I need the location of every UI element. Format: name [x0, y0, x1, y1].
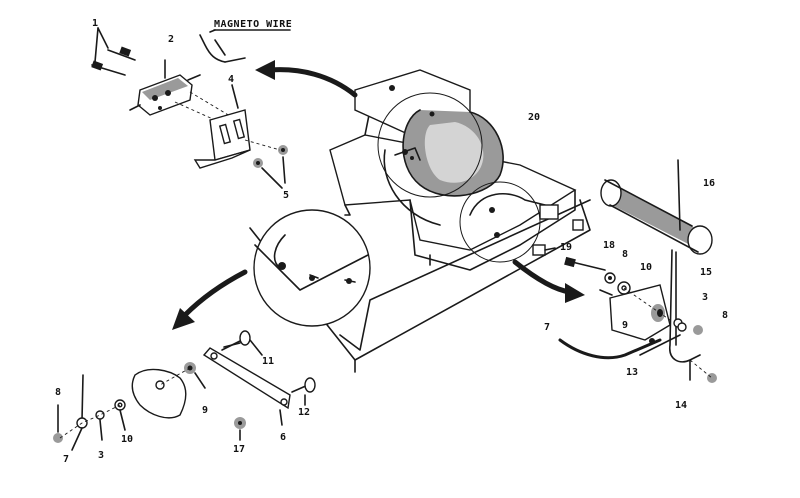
- callout-13: 13: [626, 367, 638, 378]
- callout-19: 19: [560, 242, 572, 253]
- callout-16: 16: [703, 178, 715, 189]
- callout-labels: 1 2 4 5 20 16 15 18 8 10 3 9 8 13 14 7 1…: [55, 18, 728, 465]
- part-5-nuts: [244, 139, 288, 189]
- callout-9a: 9: [622, 320, 628, 331]
- part-1-screws: [91, 27, 136, 76]
- part-17-nut: [234, 417, 246, 441]
- detail-circle-left: [253, 209, 371, 327]
- part-7-cable-right: [558, 338, 662, 360]
- part-4-bracket: [193, 84, 251, 169]
- callout-7a: 7: [544, 322, 550, 333]
- callout-10b: 10: [121, 434, 133, 445]
- part-12-bolt: [291, 377, 316, 406]
- part-20-magneto-coil: [354, 69, 504, 226]
- part-2-switch: [129, 59, 246, 126]
- callout-11: 11: [262, 356, 274, 367]
- callout-20: 20: [528, 112, 540, 123]
- magneto-wire-label: MAGNETO WIRE: [214, 19, 292, 30]
- part-11-bolt: [221, 330, 263, 356]
- magneto-wire: [199, 29, 246, 63]
- callout-10a: 10: [640, 262, 652, 273]
- arrow-right: [512, 259, 585, 303]
- lower-left-washers: [53, 374, 126, 451]
- part-19-clip: [532, 219, 584, 256]
- callout-2: 2: [168, 34, 174, 45]
- part-6-link: [202, 347, 291, 426]
- part-15-rod: [669, 159, 701, 381]
- callout-8b: 8: [722, 310, 728, 321]
- part-16-grip: [600, 179, 713, 255]
- callout-17: 17: [233, 444, 245, 455]
- callout-4: 4: [228, 74, 234, 85]
- arrow-lower-left: [172, 269, 248, 330]
- callout-6: 6: [280, 432, 286, 443]
- callout-7b: 7: [63, 454, 69, 465]
- callout-18: 18: [603, 240, 615, 251]
- right-fasteners: [564, 256, 717, 383]
- right-plate: [599, 284, 671, 341]
- detail-circle-right: [459, 181, 559, 263]
- callout-9b: 9: [202, 405, 208, 416]
- callout-15: 15: [700, 267, 712, 278]
- callout-8a: 8: [622, 249, 628, 260]
- callout-3b: 3: [98, 450, 104, 461]
- callout-1: 1: [92, 18, 98, 29]
- callout-8c: 8: [55, 387, 61, 398]
- arrow-upper: [255, 60, 358, 98]
- lower-left-plate: [131, 362, 206, 419]
- callout-14: 14: [675, 400, 687, 411]
- callout-5: 5: [283, 190, 289, 201]
- callout-3a: 3: [702, 292, 708, 303]
- callout-12: 12: [298, 407, 310, 418]
